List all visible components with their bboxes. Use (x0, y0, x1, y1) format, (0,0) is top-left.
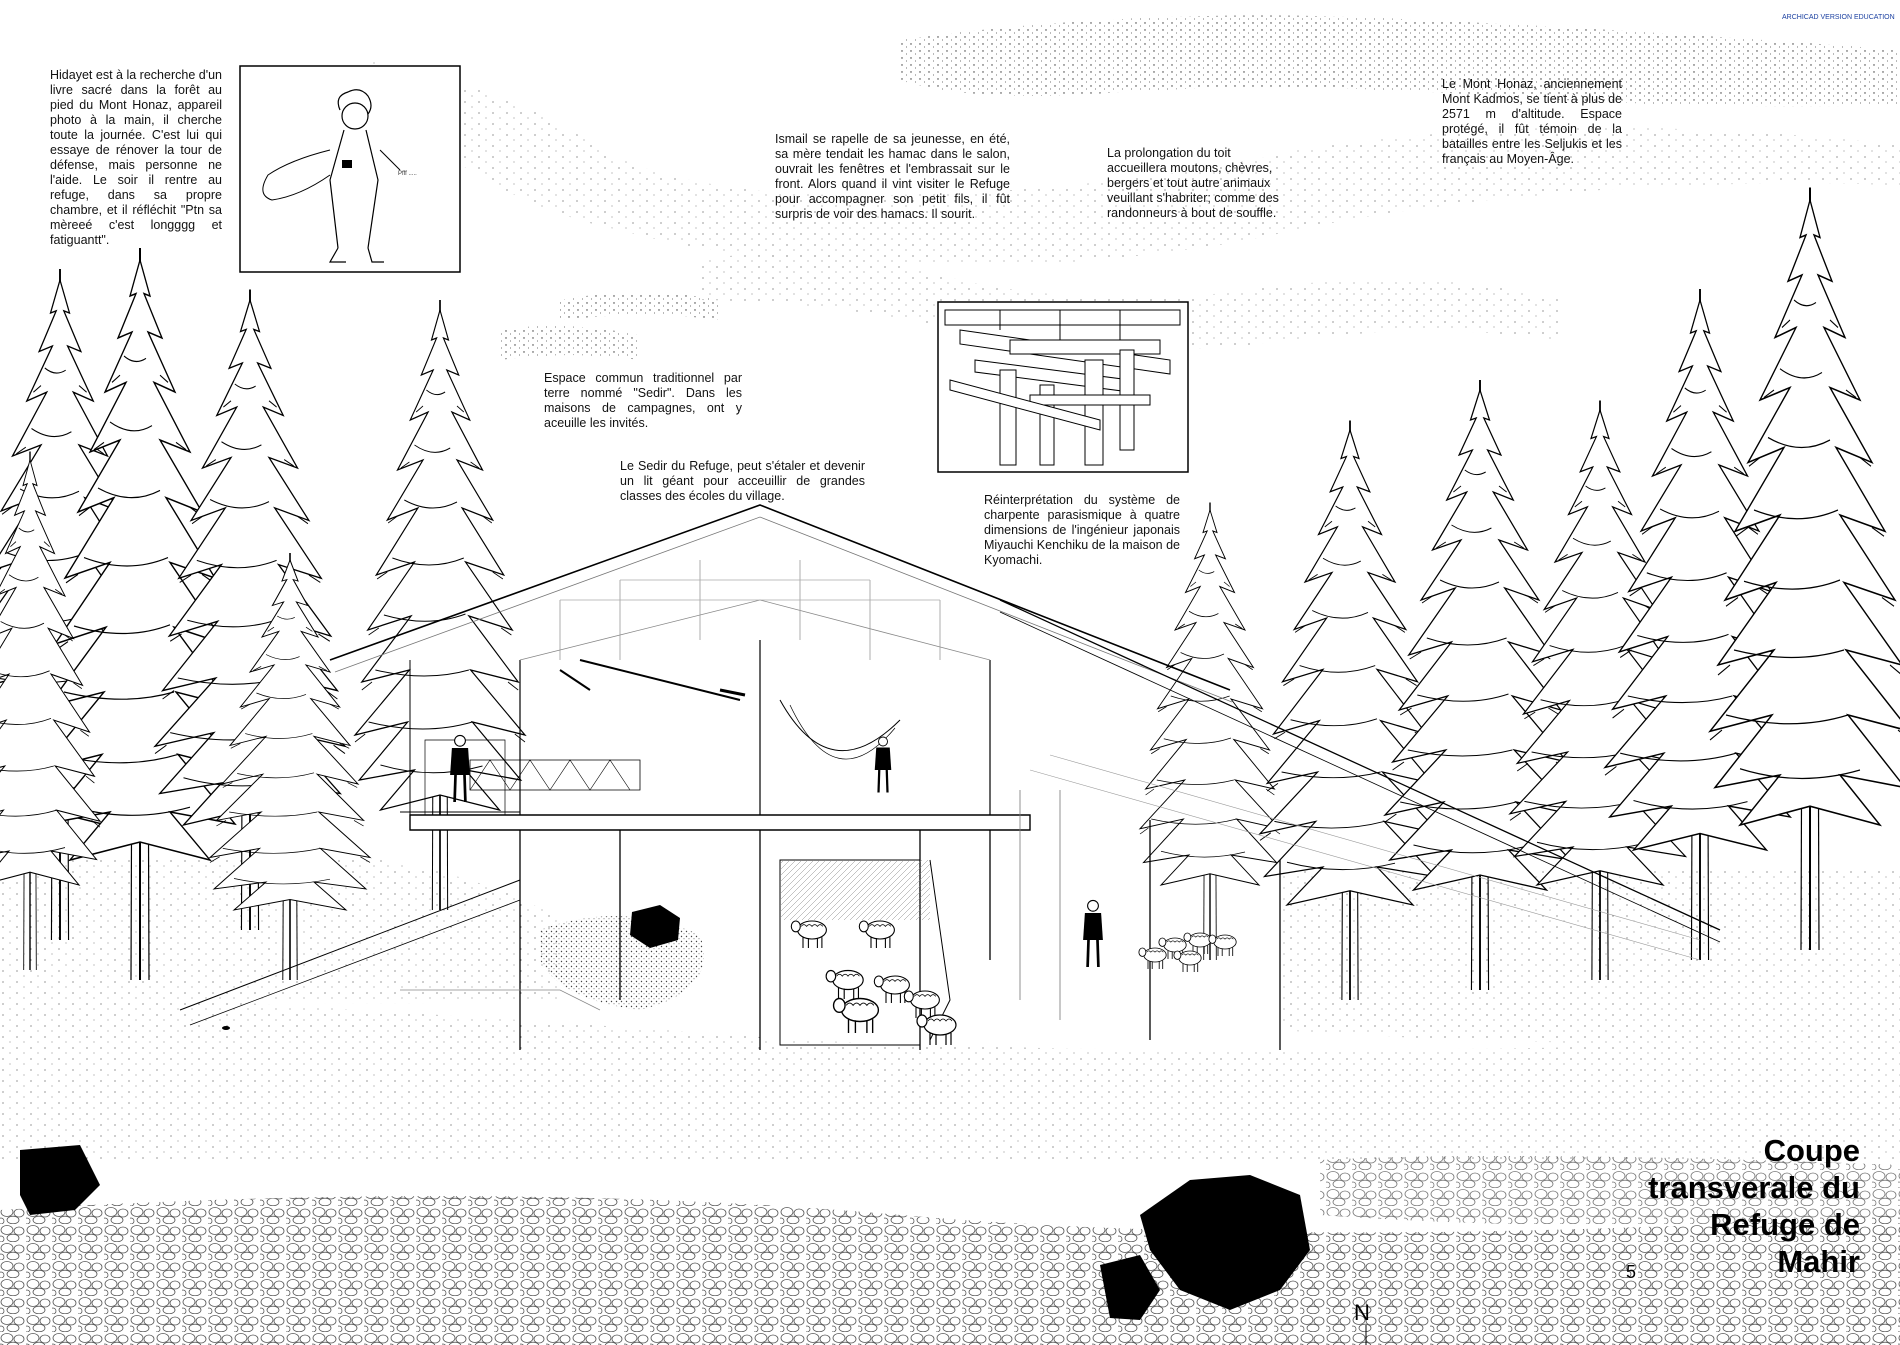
annotation-hidayet: Hidayet est à la recherche d'un livre sa… (50, 68, 222, 247)
annotation-structure: Réinterprétation du système de charpente… (984, 493, 1180, 567)
sheep-icon (790, 920, 827, 949)
annotation-sedir-definition: Espace commun traditionnel par terre nom… (544, 371, 742, 430)
title-line: Mahir (1777, 1244, 1860, 1279)
title-line: Refuge de (1710, 1207, 1860, 1242)
title-line: transverale du (1648, 1170, 1860, 1205)
person-icon (873, 735, 893, 794)
page-number: 5 (1626, 1262, 1637, 1282)
watermark: ARCHICAD VERSION EDUCATION (1782, 14, 1895, 21)
annotation-roof: La prolongation du toit accueillera mout… (1107, 146, 1279, 220)
sketch-note: Pfff ..... (398, 171, 417, 177)
page-title: Coupe transverale du Refuge de Mahir (1600, 1132, 1860, 1280)
boulder-icon (20, 905, 1310, 1320)
north-label: N (1354, 1300, 1370, 1325)
structure-inset (937, 301, 1189, 473)
annotation-sedir-refuge: Le Sedir du Refuge, peut s'étaler et dev… (620, 459, 865, 503)
sketch-inset (239, 65, 461, 273)
annotation-honaz: Le Mont Honaz, anciennement Mont Kadmos,… (1442, 77, 1622, 166)
title-line: Coupe (1763, 1133, 1860, 1168)
person-icon (1081, 899, 1105, 969)
annotation-ismail: Ismail se rapelle de sa jeunesse, en été… (775, 132, 1010, 221)
terrain (0, 860, 1900, 1345)
sheep-herd (790, 920, 1237, 1046)
refuge-section (329, 504, 1721, 1050)
